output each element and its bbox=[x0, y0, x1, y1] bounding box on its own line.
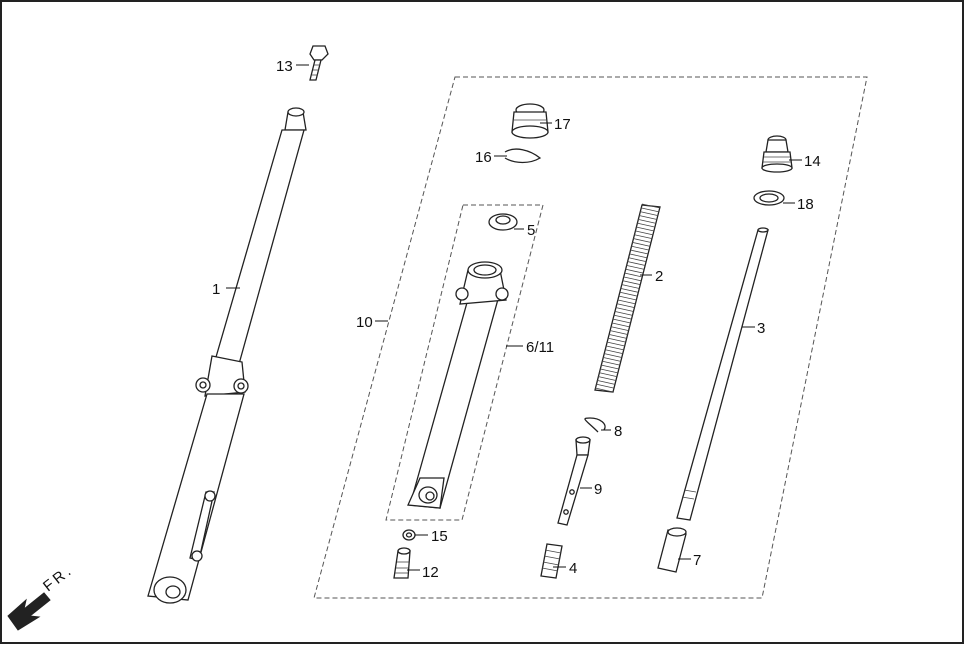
spring-coil bbox=[602, 356, 621, 362]
spring-coil bbox=[624, 272, 643, 278]
callout-1: 1 bbox=[212, 281, 220, 298]
spring-coil bbox=[619, 291, 638, 297]
spring-coil bbox=[616, 303, 635, 309]
callout-17: 17 bbox=[554, 116, 571, 133]
front-direction-indicator: FR. bbox=[7, 561, 77, 631]
callout-3: 3 bbox=[757, 320, 765, 337]
part-7-oil-lock-piece bbox=[657, 527, 687, 573]
spring-coil bbox=[625, 268, 644, 274]
part-5-oil-seal bbox=[488, 213, 518, 231]
spring-coil bbox=[633, 238, 652, 243]
spring-coil bbox=[629, 253, 648, 259]
spring-coil bbox=[638, 215, 658, 220]
spring-coil bbox=[621, 284, 640, 289]
callout-4: 4 bbox=[569, 560, 577, 577]
callout-2: 2 bbox=[655, 268, 663, 285]
spring-coil bbox=[636, 226, 655, 232]
spring-coil bbox=[608, 333, 627, 339]
callout-16: 16 bbox=[475, 149, 492, 166]
part-18-washer bbox=[753, 190, 785, 206]
spring-coil bbox=[617, 299, 636, 305]
assembly-10-outline bbox=[313, 76, 868, 599]
callout-9: 9 bbox=[594, 481, 602, 498]
part-2-fork-spring bbox=[594, 203, 661, 393]
spring-coil bbox=[599, 368, 618, 374]
spring-coil bbox=[635, 230, 654, 236]
spring-coil bbox=[615, 307, 634, 312]
spring-coil bbox=[604, 349, 623, 355]
part-1-fork-leg bbox=[147, 107, 307, 604]
part-4-rebound-spring bbox=[540, 543, 563, 579]
spring-coil bbox=[631, 245, 650, 251]
callout-10: 10 bbox=[356, 314, 373, 331]
spring-coil bbox=[637, 222, 656, 228]
part-8-snap-ring bbox=[584, 417, 606, 433]
spring-coil bbox=[628, 257, 647, 263]
spring-coil bbox=[620, 287, 639, 293]
part-17-dust-seal bbox=[511, 103, 549, 139]
spring-coil bbox=[618, 295, 637, 301]
part-16-circlip bbox=[504, 148, 542, 164]
callout-18: 18 bbox=[797, 196, 814, 213]
callout-7: 7 bbox=[693, 552, 701, 569]
front-arrow-icon bbox=[7, 592, 51, 631]
callout-6-11: 6/11 bbox=[526, 339, 554, 356]
spring-coil bbox=[641, 203, 661, 209]
spring-coil bbox=[598, 372, 618, 378]
callout-5: 5 bbox=[527, 222, 535, 239]
spring-coil bbox=[606, 341, 625, 347]
part-13-bolt bbox=[309, 45, 329, 81]
spring-coil bbox=[637, 218, 657, 224]
spring-coil bbox=[600, 364, 619, 370]
spring-coil bbox=[595, 383, 615, 389]
spring-coil bbox=[640, 207, 660, 213]
callout-14: 14 bbox=[804, 153, 821, 170]
callout-13: 13 bbox=[276, 58, 293, 75]
callout-8: 8 bbox=[614, 423, 622, 440]
spring-coil bbox=[607, 337, 626, 343]
spring-coil bbox=[626, 264, 645, 270]
spring-coil bbox=[622, 280, 641, 286]
part-12-socket-bolt bbox=[393, 547, 411, 579]
part-15-washer bbox=[402, 529, 416, 541]
spring-coil bbox=[613, 314, 632, 320]
spring-coil bbox=[605, 345, 624, 351]
spring-coil bbox=[596, 379, 616, 385]
spring-coil bbox=[611, 322, 630, 328]
spring-coil bbox=[603, 353, 622, 358]
spring-coil bbox=[601, 360, 620, 366]
spring-coil bbox=[597, 376, 617, 381]
callout-15: 15 bbox=[431, 528, 448, 545]
front-label: FR. bbox=[40, 561, 77, 595]
part-14-cap-bolt bbox=[761, 135, 793, 173]
spring-coil bbox=[609, 330, 628, 335]
spring-coil bbox=[634, 234, 653, 240]
part-3-inner-tube bbox=[676, 227, 769, 521]
spring-coil bbox=[639, 211, 659, 217]
spring-coil bbox=[632, 241, 651, 247]
spring-coil bbox=[614, 310, 633, 316]
spring-coil bbox=[594, 387, 614, 393]
leader-lines bbox=[226, 64, 802, 571]
spring-coil bbox=[627, 261, 646, 266]
part-9-damper-rod bbox=[557, 436, 591, 526]
spring-coil bbox=[623, 276, 642, 282]
spring-coil bbox=[612, 318, 631, 324]
spring-coil bbox=[610, 326, 629, 332]
callout-12: 12 bbox=[422, 564, 439, 581]
spring-coil bbox=[630, 249, 649, 255]
part-6-11-outer-tube bbox=[407, 261, 509, 509]
